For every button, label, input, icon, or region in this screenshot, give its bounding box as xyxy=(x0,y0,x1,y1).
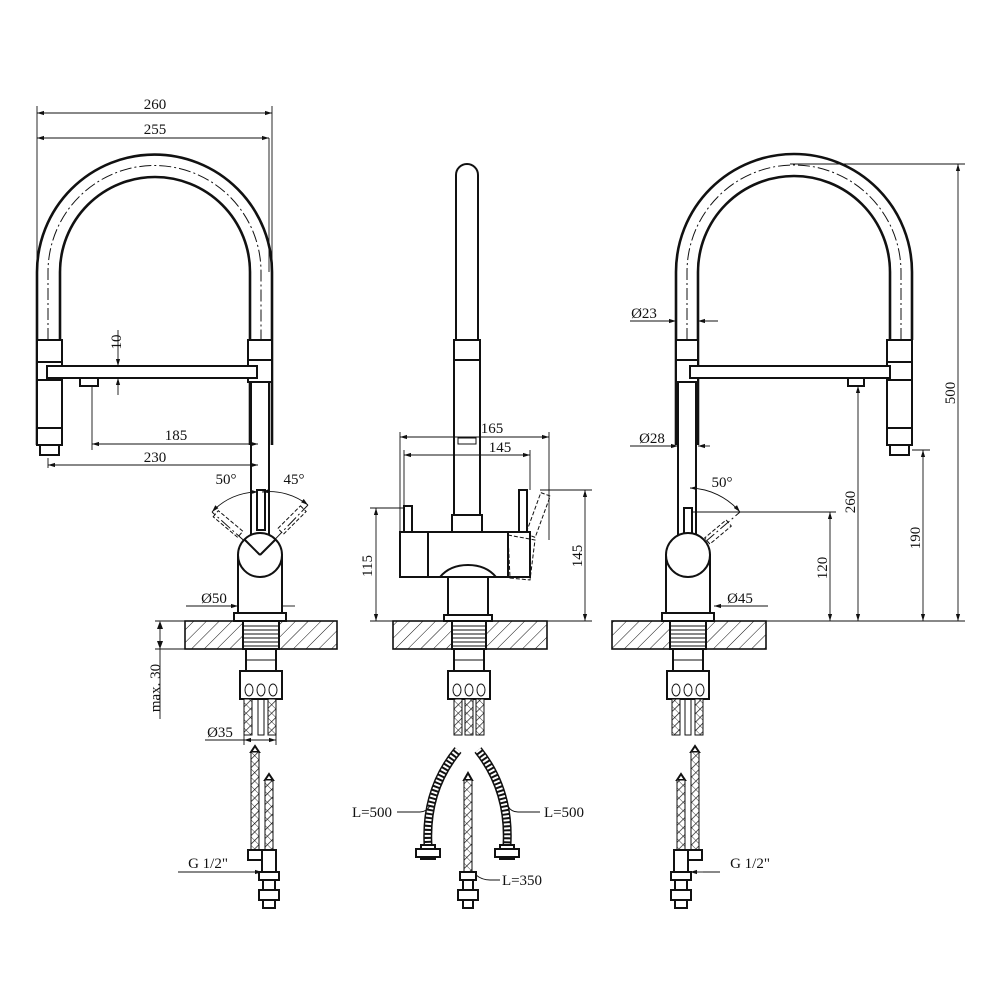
right-hoses xyxy=(670,744,703,909)
angle-50-right: 50° xyxy=(712,475,733,491)
dim-500: 500 xyxy=(943,382,959,405)
left-body xyxy=(233,532,287,622)
left-spray-head xyxy=(36,339,63,456)
left-countertop xyxy=(184,620,338,650)
dim-diam-35: Ø35 xyxy=(207,725,233,741)
center-view: 165 145 115 145 L=500 L=500 L=350 xyxy=(352,163,592,909)
left-column xyxy=(46,339,273,543)
hose-length-500-left: L=500 xyxy=(352,805,392,821)
right-column xyxy=(675,339,891,543)
dim-145-vertical: 145 xyxy=(570,545,586,568)
right-spray-head xyxy=(886,339,913,456)
right-countertop xyxy=(611,620,767,650)
angle-45: 45° xyxy=(284,472,305,488)
center-hoses xyxy=(415,747,520,909)
thread-g12-right: G 1/2" xyxy=(730,856,770,872)
left-spring-arch xyxy=(35,153,274,445)
left-hoses xyxy=(247,744,280,909)
right-view: Ø23 Ø28 50° Ø45 500 260 190 120 G 1/2" xyxy=(611,152,965,909)
left-mount xyxy=(239,648,283,736)
dim-260-vertical: 260 xyxy=(843,491,859,514)
left-dimensions xyxy=(36,106,309,875)
hose-length-500-right: L=500 xyxy=(544,805,584,821)
dim-230: 230 xyxy=(144,450,167,466)
dim-diam-28: Ø28 xyxy=(639,431,665,447)
dim-185: 185 xyxy=(165,428,188,444)
dim-max-30: max. 30 xyxy=(148,664,164,712)
center-dimension-labels: 165 145 115 145 L=500 L=500 L=350 xyxy=(352,421,586,889)
center-spout xyxy=(451,163,483,534)
center-mount xyxy=(447,648,491,736)
dim-115: 115 xyxy=(360,555,376,577)
dim-165: 165 xyxy=(481,421,504,437)
center-dimensions xyxy=(370,432,592,881)
dim-255: 255 xyxy=(144,122,167,138)
dim-260: 260 xyxy=(144,97,167,113)
center-countertop xyxy=(392,620,548,650)
right-spring-arch xyxy=(674,152,914,445)
dim-diam-23: Ø23 xyxy=(631,306,657,322)
center-body xyxy=(399,531,536,622)
right-body xyxy=(661,532,715,622)
dim-190: 190 xyxy=(908,527,924,550)
left-view: 260 255 10 185 230 50° 45° Ø50 max. 30 Ø… xyxy=(35,97,338,909)
dim-10: 10 xyxy=(109,335,125,350)
right-mount xyxy=(666,648,710,736)
thread-g12-left: G 1/2" xyxy=(188,856,228,872)
dim-145-horizontal: 145 xyxy=(489,440,512,456)
dim-120: 120 xyxy=(815,557,831,580)
angle-50: 50° xyxy=(216,472,237,488)
dim-diam-45: Ø45 xyxy=(727,591,753,607)
hose-length-350: L=350 xyxy=(502,873,542,889)
left-dimension-labels: 260 255 10 185 230 50° 45° Ø50 max. 30 Ø… xyxy=(109,97,305,872)
right-dimension-labels: Ø23 Ø28 50° Ø45 500 260 190 120 G 1/2" xyxy=(631,306,959,872)
dim-diam-50: Ø50 xyxy=(201,591,227,607)
right-dimensions xyxy=(630,163,965,875)
